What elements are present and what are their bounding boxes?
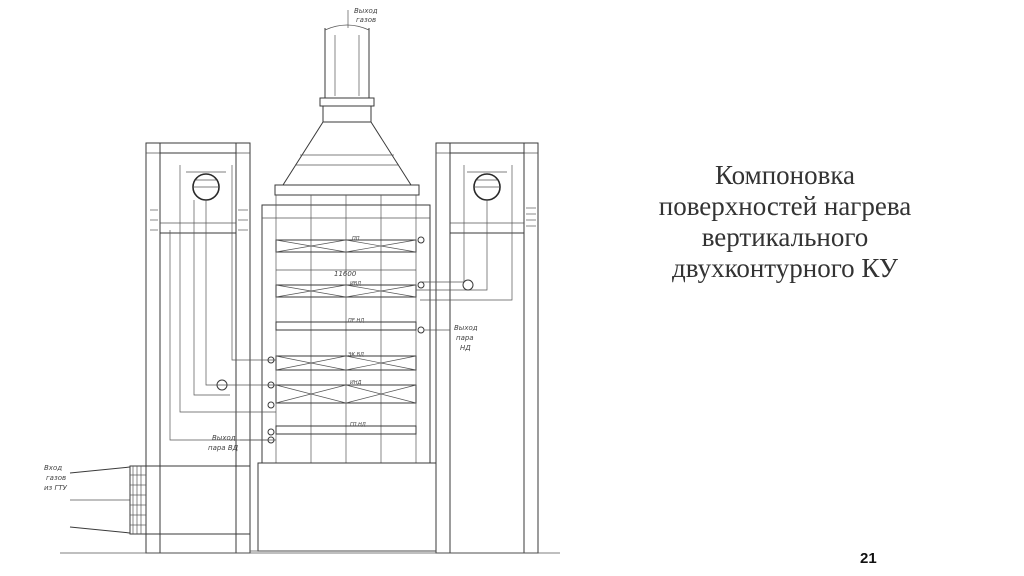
svg-text:пара ВД: пара ВД (208, 444, 239, 452)
gas-outlet-label: Выход газов (347, 7, 378, 28)
slide-title-line-1: Компоновка (714, 160, 856, 190)
steam-lp-label: Выход пара НД (454, 324, 478, 352)
heat-bank-1: ПП (275, 236, 417, 253)
lower-section (250, 462, 437, 552)
dimension-label: 11600 (276, 269, 416, 278)
svg-text:Выход: Выход (212, 434, 236, 442)
svg-text:Вход: Вход (44, 464, 62, 472)
svg-text:ЭК ВД: ЭК ВД (347, 352, 364, 358)
slide-title-line-2: поверхностей нагрева (658, 191, 912, 221)
svg-text:Выход: Выход (454, 324, 478, 332)
svg-text:НД: НД (460, 344, 471, 352)
svg-text:газов: газов (46, 474, 66, 482)
slide-title: Компоновка поверхностей нагрева вертикал… (625, 160, 945, 284)
slide-title-line-3: вертикального (701, 222, 869, 252)
heat-bank-2: ИВД (275, 281, 417, 298)
svg-text:газов: газов (356, 16, 376, 24)
slide-title-line-4: двухконтурного КУ (672, 253, 898, 283)
svg-text:ГП НД: ГП НД (350, 422, 366, 428)
gas-inlet-duct (69, 465, 250, 535)
heat-bank-3: ПЕ НД (275, 318, 417, 331)
hood-transition (274, 121, 420, 196)
page-number: 21 (860, 550, 877, 567)
left-tower (145, 142, 251, 554)
heat-bank-4: ЭК ВД (275, 352, 417, 371)
piping-right (416, 200, 513, 334)
steam-hp-label: Выход пара ВД (208, 434, 268, 452)
svg-text:11600: 11600 (334, 270, 357, 278)
svg-text:ПП: ПП (352, 236, 360, 242)
central-casing (249, 195, 437, 553)
drum-right (463, 165, 513, 250)
svg-text:из ГТУ: из ГТУ (44, 484, 68, 492)
svg-text:Выход: Выход (354, 7, 378, 15)
svg-text:ИВД: ИВД (350, 281, 361, 287)
svg-text:ИНД: ИНД (350, 380, 362, 386)
svg-text:ПЕ НД: ПЕ НД (348, 318, 364, 324)
piping-left (169, 200, 276, 444)
svg-text:пара: пара (456, 334, 474, 342)
heat-bank-6: ГП НД (275, 422, 417, 435)
gas-inlet-label: Вход газов из ГТУ (44, 464, 68, 492)
heat-bank-5: ИНД (275, 380, 417, 404)
exhaust-stack (319, 24, 375, 123)
